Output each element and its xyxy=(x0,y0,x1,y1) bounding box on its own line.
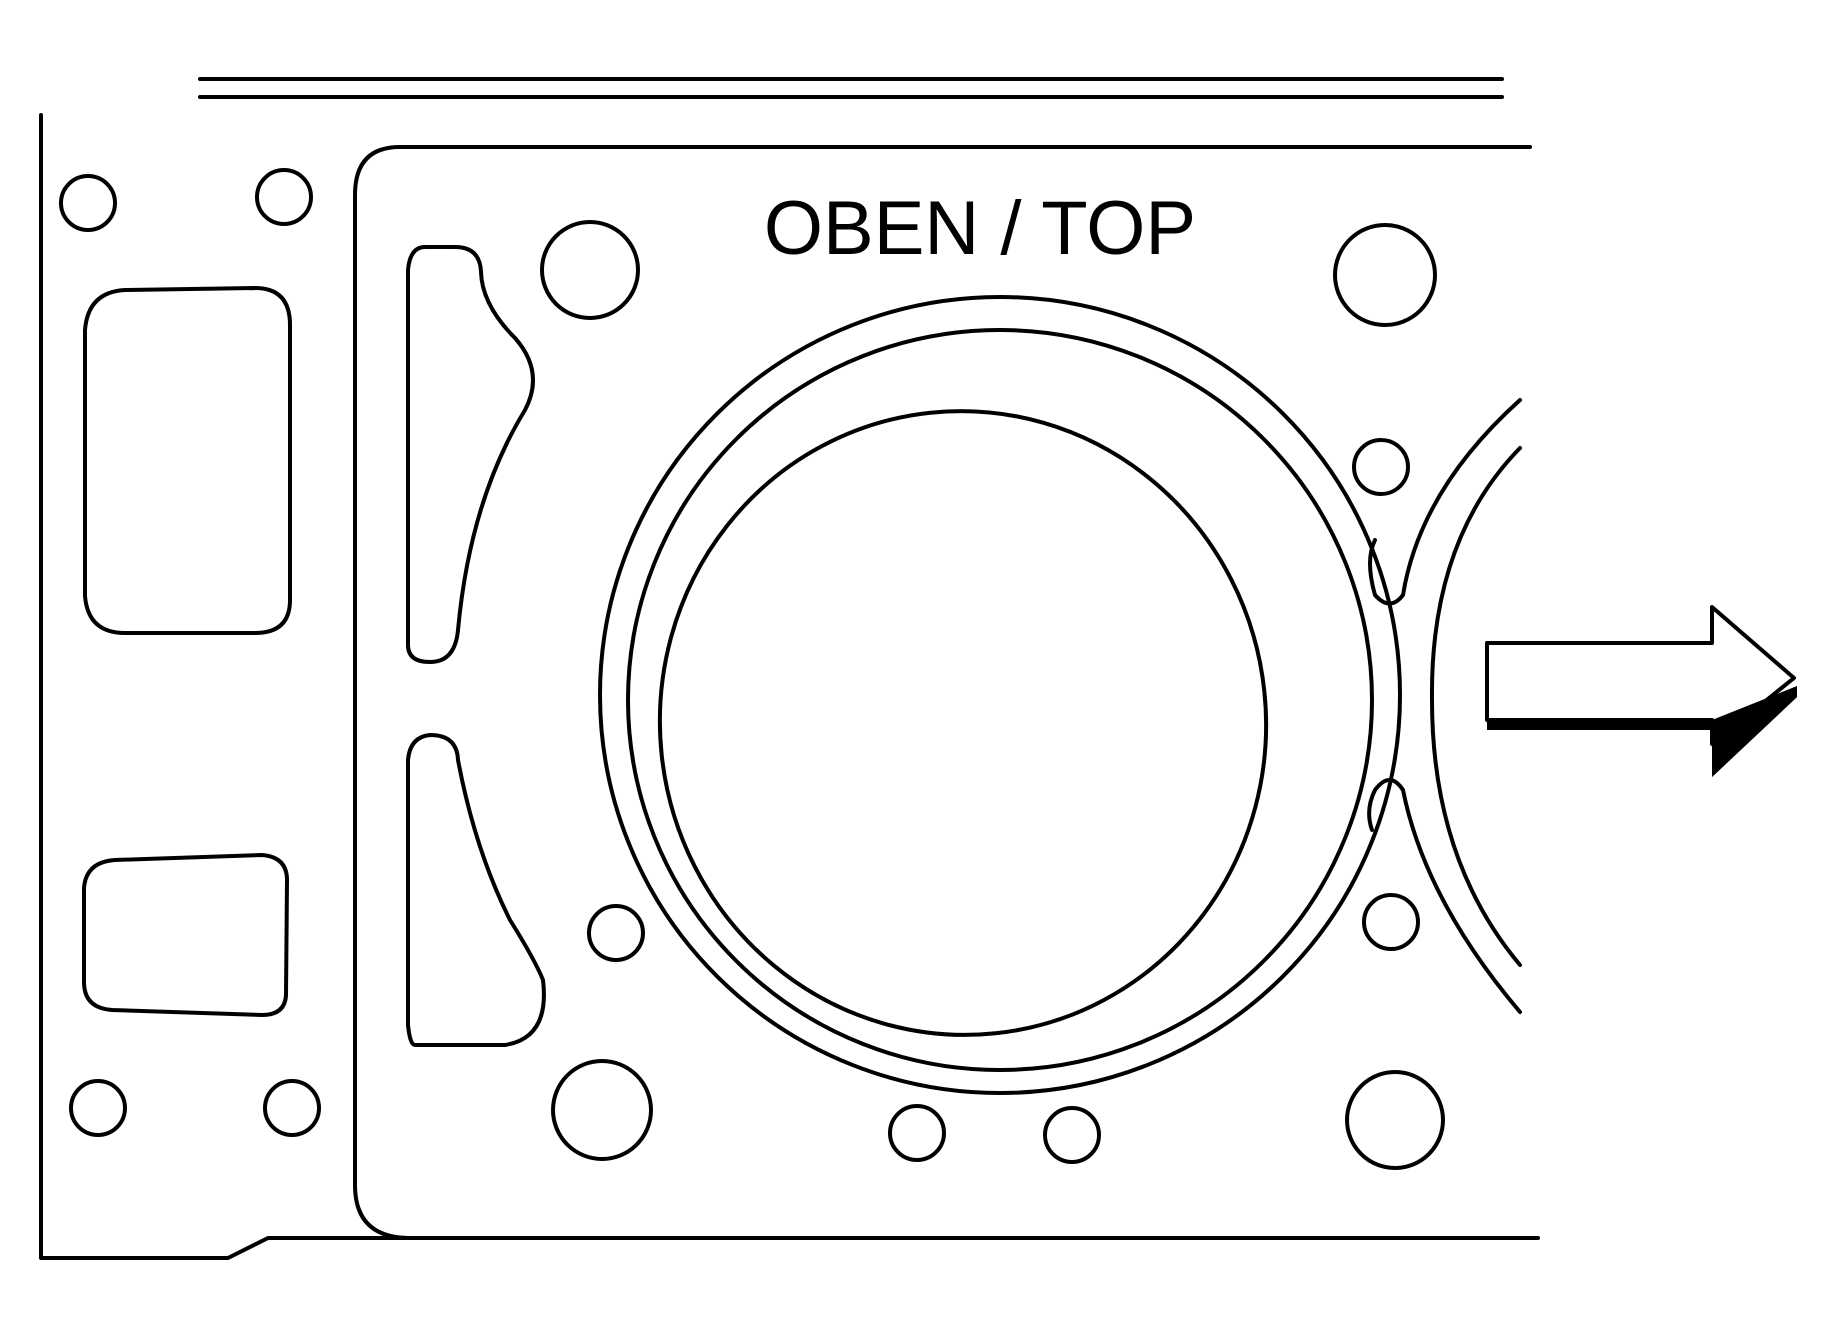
bolt-hole xyxy=(59,174,117,232)
left-plate-lower-port xyxy=(82,853,289,1017)
cylinder-bore xyxy=(598,295,1402,1095)
bore-inner-circle xyxy=(657,409,1269,1037)
left-plate-outline xyxy=(39,113,1540,1260)
oil-hole xyxy=(1043,1106,1101,1164)
head-bolt-holes xyxy=(540,220,1445,1170)
bolt-hole xyxy=(1345,1070,1445,1170)
bolt-hole xyxy=(69,1079,127,1137)
orientation-label: OBEN / TOP xyxy=(764,186,1196,271)
arrow-shadow-edge xyxy=(1712,686,1797,777)
oil-hole xyxy=(1362,893,1420,951)
coolant-slot-upper xyxy=(406,245,535,664)
left-plate-upper-port xyxy=(83,286,292,635)
direction-arrow xyxy=(1485,605,1797,777)
oil-holes xyxy=(587,438,1420,1164)
oil-hole xyxy=(587,904,645,962)
oil-hole xyxy=(1352,438,1410,496)
arrow-body xyxy=(1485,605,1796,746)
coolant-slot-lower xyxy=(406,733,546,1047)
bore-outer-ring xyxy=(598,295,1402,1095)
top-double-line xyxy=(198,77,1504,99)
bolt-hole xyxy=(1333,223,1437,327)
left-plate-holes xyxy=(59,168,321,1137)
bore-middle-ring xyxy=(626,328,1374,1072)
bolt-hole xyxy=(263,1079,321,1137)
adjacent-bore-arcs xyxy=(1367,398,1522,1014)
bolt-hole xyxy=(540,220,640,320)
oil-hole xyxy=(888,1104,946,1162)
bolt-hole xyxy=(255,168,313,226)
bolt-hole xyxy=(551,1059,653,1161)
gasket-outline xyxy=(353,145,1532,1240)
